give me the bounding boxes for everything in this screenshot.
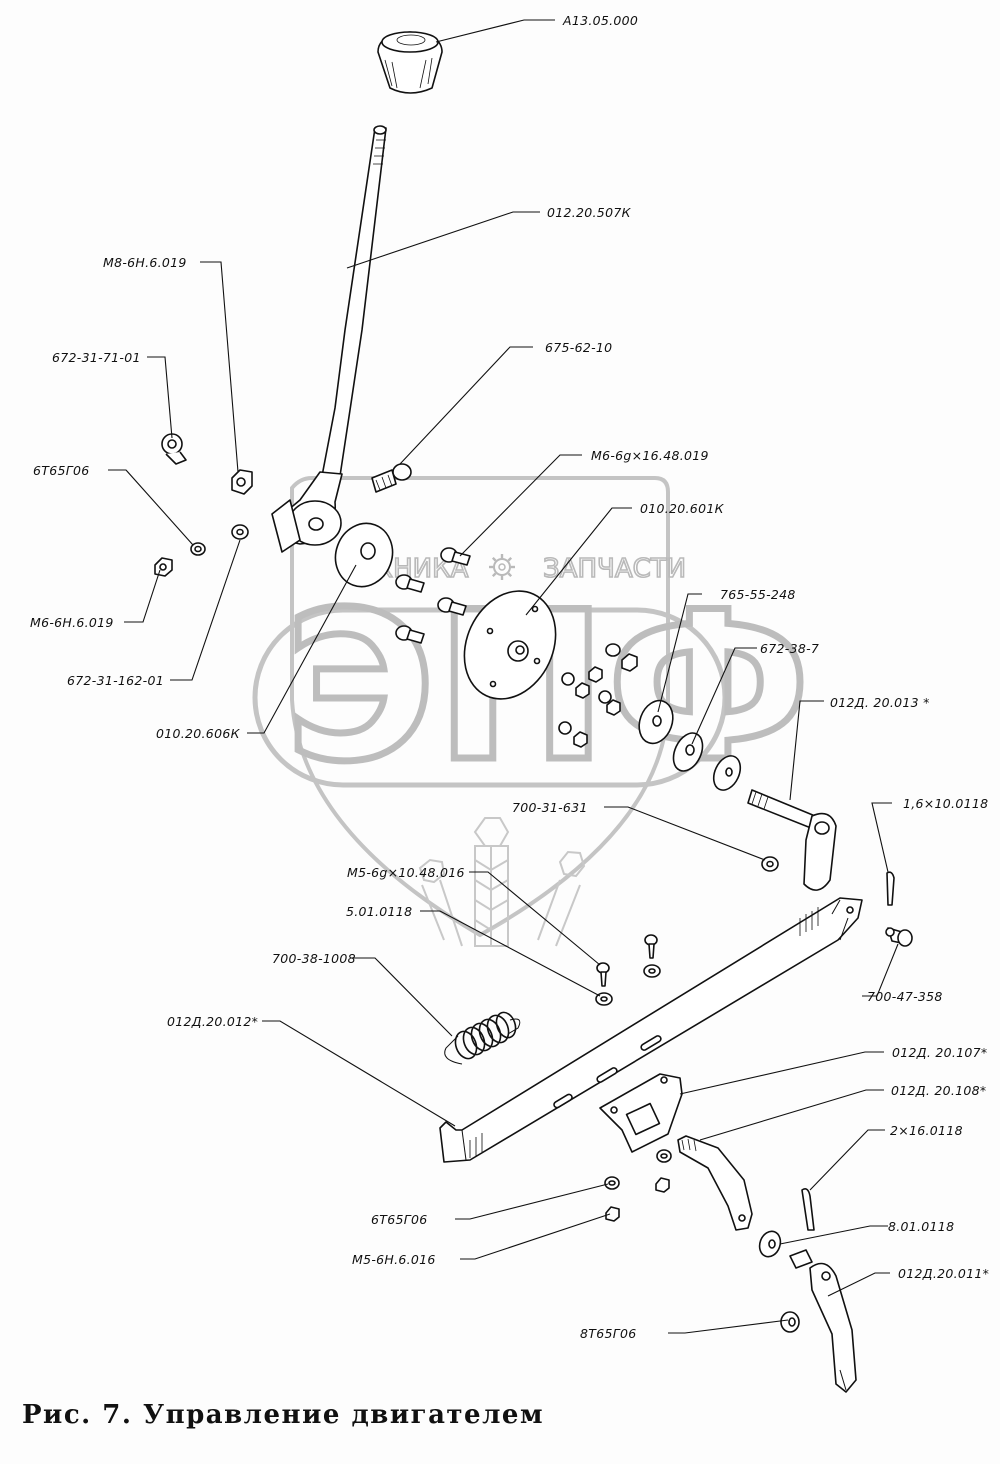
part-shaft-013[interactable] bbox=[747, 789, 837, 891]
part-knob[interactable] bbox=[377, 31, 443, 94]
label-shaft-013: 012Д. 20.013 * bbox=[830, 695, 930, 710]
label-bracket: 672-31-71-01 bbox=[52, 350, 141, 365]
part-nut-cluster[interactable] bbox=[558, 643, 638, 748]
part-washer-672-31-162[interactable] bbox=[231, 524, 249, 540]
part-screw-m6[interactable] bbox=[395, 547, 471, 644]
part-washer-765[interactable] bbox=[633, 696, 678, 748]
part-spring[interactable] bbox=[444, 1010, 521, 1065]
part-disc-606k[interactable] bbox=[327, 515, 402, 594]
label-nut-m8: М8-6Н.6.019 bbox=[103, 255, 187, 270]
label-lever-011: 012Д.20.011* bbox=[898, 1266, 989, 1281]
label-disc-601k: 010.20.601К bbox=[640, 501, 725, 516]
part-bolt-675[interactable] bbox=[371, 463, 412, 493]
label-rod-012: 012Д.20.012* bbox=[167, 1014, 258, 1029]
label-bolt-675: 675-62-10 bbox=[545, 340, 612, 355]
part-nut-m5[interactable] bbox=[605, 1177, 670, 1222]
label-lever: 012.20.507К bbox=[547, 205, 632, 220]
part-bracket-672[interactable] bbox=[161, 433, 187, 465]
leader-lines bbox=[108, 19, 899, 1334]
label-nut-m6: М6-6Н.6.019 bbox=[30, 615, 114, 630]
label-spring: 700-38-1008 bbox=[272, 951, 356, 966]
part-washer-6t65g06-bottom[interactable] bbox=[604, 1149, 672, 1190]
label-washer-765: 765-55-248 bbox=[720, 587, 796, 602]
label-washer-6t65g06-bottom: 6Т65Г06 bbox=[371, 1212, 427, 1227]
label-lever-108: 012Д. 20.108* bbox=[891, 1083, 986, 1098]
label-washer-8t65g06: 8Т65Г06 bbox=[580, 1326, 636, 1341]
label-washer-8-01: 8.01.0118 bbox=[888, 1219, 954, 1234]
label-washer-672-38: 672-38-7 bbox=[760, 641, 819, 656]
part-washer-8t65g06[interactable] bbox=[780, 1311, 800, 1333]
label-knob: А13.05.000 bbox=[562, 13, 638, 28]
part-pin-700-47[interactable] bbox=[885, 927, 913, 947]
part-washer-672-38[interactable] bbox=[668, 728, 708, 775]
label-nut-m5: М5-6Н.6.016 bbox=[352, 1252, 436, 1267]
part-pin-1-6[interactable] bbox=[886, 871, 895, 906]
label-screw-m6: М6-6g×16.48.019 bbox=[591, 448, 709, 463]
part-bracket-107[interactable] bbox=[599, 1073, 683, 1153]
label-bracket-107: 012Д. 20.107* bbox=[892, 1045, 987, 1060]
part-disc-601k[interactable] bbox=[447, 576, 572, 714]
part-screw-m5[interactable] bbox=[596, 934, 658, 987]
label-pin-700-47: 700-47-358 bbox=[867, 989, 943, 1004]
label-pin-1-6: 1,6×10.0118 bbox=[903, 796, 988, 811]
part-lever-108[interactable] bbox=[677, 1135, 753, 1231]
part-washer-8-01[interactable] bbox=[756, 1228, 784, 1259]
part-nut-m8[interactable] bbox=[231, 469, 253, 495]
part-rod-012[interactable] bbox=[439, 897, 863, 1163]
part-washer-700-31[interactable] bbox=[761, 856, 779, 872]
part-labels: А13.05.000 012.20.507К М8-6Н.6.019 672-3… bbox=[30, 13, 989, 1341]
label-washer-5-01: 5.01.0118 bbox=[346, 904, 412, 919]
part-pin-2x16[interactable] bbox=[801, 1188, 815, 1231]
label-washer-700-31: 700-31-631 bbox=[512, 800, 588, 815]
part-lever-011[interactable] bbox=[789, 1249, 857, 1393]
figure-caption: Рис. 7. Управление двигателем bbox=[22, 1400, 545, 1430]
label-washer-672-31-162: 672-31-162-01 bbox=[67, 673, 164, 688]
part-lever[interactable] bbox=[271, 125, 387, 553]
part-washer-6t65g06-top[interactable] bbox=[190, 542, 206, 556]
wheat-emblem bbox=[418, 817, 586, 947]
watermark-right-word: ЗАПЧАСТИ bbox=[543, 554, 686, 584]
label-pin-2x16: 2×16.0118 bbox=[890, 1123, 963, 1138]
label-washer-6t65g06-top: 6Т65Г06 bbox=[33, 463, 89, 478]
watermark-shield bbox=[290, 476, 670, 938]
label-disc-606k: 010.20.606К bbox=[156, 726, 241, 741]
gear-icon bbox=[489, 554, 515, 580]
part-nut-m6[interactable] bbox=[154, 557, 173, 577]
part-washer-shaft[interactable] bbox=[709, 752, 746, 795]
label-screw-m5: М5-6g×10.48.016 bbox=[347, 865, 465, 880]
